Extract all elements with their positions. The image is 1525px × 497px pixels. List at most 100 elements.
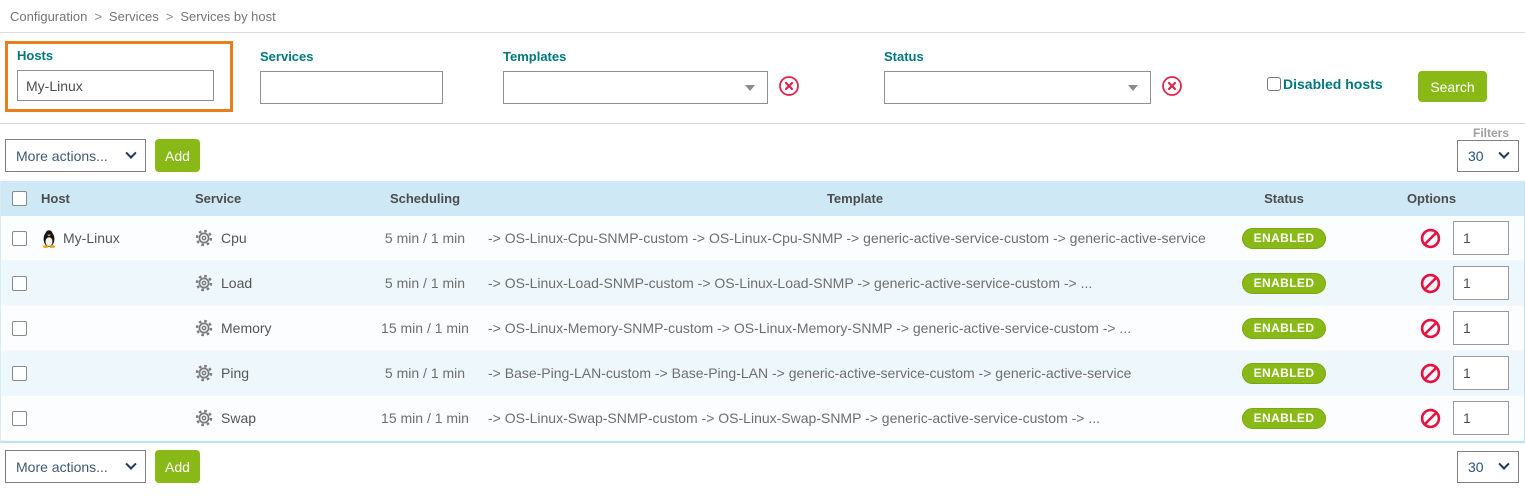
disable-icon[interactable] xyxy=(1420,363,1441,384)
page-size-value: 30 xyxy=(1468,458,1484,475)
services-filter-input[interactable] xyxy=(260,71,443,104)
service-link[interactable]: Cpu xyxy=(221,230,247,246)
more-actions-select[interactable]: More actions... xyxy=(5,139,146,172)
filters-legend: Filters xyxy=(1468,124,1513,142)
scheduling-value: 5 min / 1 min xyxy=(384,275,466,291)
status-clear-icon[interactable] xyxy=(1161,75,1183,97)
hosts-filter-group: Hosts xyxy=(5,41,233,112)
disable-icon[interactable] xyxy=(1420,408,1441,429)
row-checkbox[interactable] xyxy=(11,230,27,246)
breadcrumb-services[interactable]: Services xyxy=(108,9,159,24)
scheduling-value: 15 min / 1 min xyxy=(381,320,469,336)
status-badge: ENABLED xyxy=(1241,227,1327,249)
gear-icon xyxy=(195,274,213,292)
page-size-select[interactable]: 30 xyxy=(1457,139,1519,172)
table-body: My-Linux Cpu 5 min / 1 min -> OS-Linux-C… xyxy=(1,216,1524,441)
chevron-down-icon xyxy=(1498,458,1510,470)
template-chain: -> OS-Linux-Memory-SNMP-custom -> OS-Lin… xyxy=(488,320,1132,336)
host-column-header[interactable]: Host xyxy=(41,191,70,206)
services-filter-group: Services xyxy=(260,49,443,104)
duplicate-count-input[interactable] xyxy=(1453,356,1509,390)
templates-filter-label: Templates xyxy=(503,49,567,64)
templates-clear-icon[interactable] xyxy=(778,75,800,97)
options-column-header[interactable]: Options xyxy=(1406,191,1457,206)
filters-panel: Hosts Services Templates Status Disabled… xyxy=(0,32,1525,142)
table-row: Load 5 min / 1 min -> OS-Linux-Load-SNMP… xyxy=(1,261,1524,306)
scheduling-value: 15 min / 1 min xyxy=(381,410,469,426)
scheduling-value: 5 min / 1 min xyxy=(384,365,466,381)
row-checkbox[interactable] xyxy=(11,320,27,336)
disabled-hosts-toggle[interactable]: Disabled hosts xyxy=(1267,76,1383,92)
table-row: Ping 5 min / 1 min -> Base-Ping-LAN-cust… xyxy=(1,351,1524,396)
status-filter-label: Status xyxy=(884,49,924,64)
scheduling-column-header[interactable]: Scheduling xyxy=(389,191,461,206)
duplicate-count-input[interactable] xyxy=(1453,221,1509,255)
duplicate-count-input[interactable] xyxy=(1453,266,1509,300)
duplicate-count-input[interactable] xyxy=(1453,311,1509,345)
status-badge: ENABLED xyxy=(1241,272,1327,294)
status-badge: ENABLED xyxy=(1241,317,1327,339)
search-button[interactable]: Search xyxy=(1418,71,1487,102)
service-link[interactable]: Ping xyxy=(221,365,250,381)
select-all-checkbox[interactable] xyxy=(11,191,27,206)
breadcrumb: Configuration > Services > Services by host xyxy=(0,0,1525,32)
table-row: My-Linux Cpu 5 min / 1 min -> OS-Linux-C… xyxy=(1,216,1524,261)
template-column-header[interactable]: Template xyxy=(826,191,884,206)
host-link[interactable]: My-Linux xyxy=(63,230,120,246)
template-chain: -> OS-Linux-Swap-SNMP-custom -> OS-Linux… xyxy=(488,410,1101,426)
service-link[interactable]: Memory xyxy=(221,320,272,336)
status-badge: ENABLED xyxy=(1241,407,1327,429)
breadcrumb-configuration[interactable]: Configuration xyxy=(10,9,88,24)
service-link[interactable]: Load xyxy=(221,275,253,291)
breadcrumb-services-by-host[interactable]: Services by host xyxy=(180,9,276,24)
top-toolbar: More actions... Add 30 xyxy=(0,139,1525,172)
page-size-select[interactable]: 30 xyxy=(1457,450,1519,483)
row-checkbox[interactable] xyxy=(11,410,27,426)
templates-filter-select[interactable] xyxy=(503,71,768,104)
services-filter-label: Services xyxy=(260,49,314,64)
status-badge: ENABLED xyxy=(1241,362,1327,384)
chevron-down-icon xyxy=(125,458,137,470)
breadcrumb-separator: > xyxy=(165,9,174,24)
disable-icon[interactable] xyxy=(1420,228,1441,249)
chevron-down-icon xyxy=(745,84,755,91)
table-header-row: Host Service Scheduling Template Status … xyxy=(1,181,1524,216)
templates-filter-group: Templates xyxy=(503,49,768,104)
add-button[interactable]: Add xyxy=(155,139,200,172)
gear-icon xyxy=(195,364,213,382)
breadcrumb-separator: > xyxy=(94,9,102,24)
hosts-filter-input[interactable] xyxy=(17,70,214,101)
row-checkbox[interactable] xyxy=(11,275,27,291)
hosts-filter-label: Hosts xyxy=(17,48,54,63)
add-button[interactable]: Add xyxy=(155,450,200,483)
more-actions-select[interactable]: More actions... xyxy=(5,450,146,483)
template-chain: -> Base-Ping-LAN-custom -> Base-Ping-LAN… xyxy=(488,365,1132,381)
service-link[interactable]: Swap xyxy=(221,410,257,426)
scheduling-value: 5 min / 1 min xyxy=(384,230,466,246)
gear-icon xyxy=(195,319,213,337)
service-column-header[interactable]: Service xyxy=(195,191,242,206)
gear-icon xyxy=(195,229,213,247)
more-actions-label: More actions... xyxy=(16,458,108,475)
status-filter-select[interactable] xyxy=(884,71,1151,104)
disable-icon[interactable] xyxy=(1420,273,1441,294)
page-size-value: 30 xyxy=(1468,147,1484,164)
chevron-down-icon xyxy=(125,147,137,159)
table-row: Swap 15 min / 1 min -> OS-Linux-Swap-SNM… xyxy=(1,396,1524,441)
row-checkbox[interactable] xyxy=(11,365,27,381)
status-filter-group: Status xyxy=(884,49,1151,104)
disable-icon[interactable] xyxy=(1420,318,1441,339)
disabled-hosts-label: Disabled hosts xyxy=(1283,76,1383,92)
chevron-down-icon xyxy=(1498,147,1510,159)
table-row: Memory 15 min / 1 min -> OS-Linux-Memory… xyxy=(1,306,1524,351)
disabled-hosts-checkbox[interactable] xyxy=(1267,77,1281,91)
status-column-header[interactable]: Status xyxy=(1264,191,1304,206)
gear-icon xyxy=(195,409,213,427)
template-chain: -> OS-Linux-Cpu-SNMP-custom -> OS-Linux-… xyxy=(488,230,1206,246)
bottom-toolbar: More actions... Add 30 xyxy=(0,450,1525,483)
linux-penguin-icon xyxy=(41,229,57,248)
more-actions-label: More actions... xyxy=(16,147,108,164)
services-table: Host Service Scheduling Template Status … xyxy=(0,181,1525,443)
duplicate-count-input[interactable] xyxy=(1453,401,1509,435)
chevron-down-icon xyxy=(1128,84,1138,91)
